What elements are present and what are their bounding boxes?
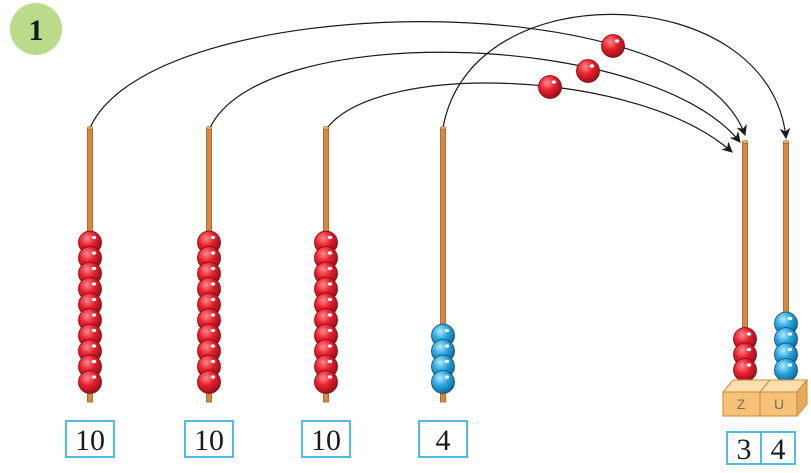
- rod-stick: [440, 126, 446, 403]
- units-bead: [774, 358, 798, 382]
- tens-digit: 3: [737, 433, 752, 466]
- flying-bead-2: [576, 59, 600, 83]
- arrow-rod-3-to-tens: [326, 82, 733, 153]
- bead: [431, 370, 455, 394]
- flying-beads: [538, 34, 625, 99]
- rod-value-text: 10: [194, 424, 224, 457]
- tens-label: Z: [737, 396, 746, 412]
- tens-bead: [733, 358, 757, 382]
- exercise-number-badge: 1: [10, 3, 62, 55]
- rod-value-labels: 10 10 10 4: [65, 420, 468, 458]
- result-abacus: 3 4 Z U: [721, 140, 809, 466]
- units-digit: 4: [771, 433, 786, 466]
- rod-2-value: 10: [184, 420, 234, 458]
- arrow-rod-2-to-tens: [209, 51, 741, 143]
- units-label: U: [774, 396, 784, 412]
- rod-2: [197, 126, 221, 403]
- units-rod: [774, 140, 798, 387]
- rod-4: [431, 126, 455, 403]
- transfer-arrows: [89, 13, 791, 153]
- rod-1: [78, 126, 102, 403]
- flying-bead-1: [601, 34, 625, 58]
- bead-rods: [78, 126, 455, 403]
- units-digit-box: [760, 431, 796, 465]
- flying-bead-3: [538, 75, 562, 99]
- rod-4-value: 4: [418, 420, 468, 458]
- result-rods: [733, 140, 798, 387]
- rod-1-value: 10: [65, 420, 115, 458]
- bead: [314, 370, 338, 394]
- arrow-rod-1-to-tens: [89, 21, 747, 137]
- exercise-number: 1: [29, 14, 44, 47]
- rod-value-text: 10: [75, 424, 105, 457]
- arrow-rod-4-to-units: [442, 13, 791, 140]
- units-block: [759, 391, 798, 417]
- rod-3-value: 10: [301, 420, 351, 458]
- bead: [78, 370, 102, 394]
- result-digits: 3 4: [726, 431, 796, 466]
- tens-block: [722, 391, 761, 417]
- tens-rod: [733, 140, 757, 387]
- rod-value-text: 4: [436, 424, 451, 457]
- rod-value-text: 10: [311, 424, 341, 457]
- place-value-blocks: Z U: [721, 378, 809, 418]
- rod-3: [314, 126, 338, 403]
- bead: [197, 370, 221, 394]
